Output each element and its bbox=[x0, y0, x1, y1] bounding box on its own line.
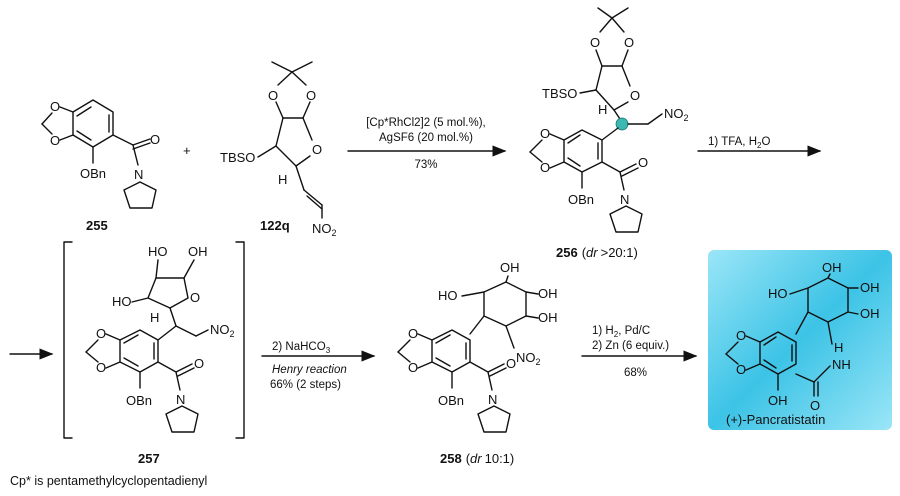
svg-text:O: O bbox=[540, 126, 550, 141]
h-label: H bbox=[278, 172, 287, 187]
bracket-left bbox=[63, 241, 73, 439]
svg-text:N: N bbox=[488, 392, 497, 407]
svg-text:O: O bbox=[96, 360, 106, 375]
svg-text:N: N bbox=[620, 192, 629, 207]
product-pancratistatin: OH HO OH OH H NH O O O OH (+)-Pancratist… bbox=[708, 250, 892, 430]
svg-text:TBSO: TBSO bbox=[542, 86, 577, 101]
step2-line1: 1) TFA, H2O bbox=[708, 136, 770, 150]
h-label-256: H bbox=[598, 102, 607, 117]
svg-text:OH: OH bbox=[188, 244, 208, 259]
svg-text:O: O bbox=[306, 88, 316, 103]
compound-number-255: 255 bbox=[86, 218, 108, 233]
svg-text:O: O bbox=[50, 99, 60, 114]
bracket-right bbox=[235, 241, 245, 439]
svg-text:O: O bbox=[408, 360, 418, 375]
svg-text:OH: OH bbox=[860, 280, 880, 295]
svg-text:O: O bbox=[312, 142, 322, 157]
nh-label: NH bbox=[832, 357, 851, 372]
svg-text:OBn: OBn bbox=[568, 192, 594, 207]
compound-122q: O O O TBSO H NO2 122q bbox=[220, 61, 337, 238]
svg-text:O: O bbox=[194, 356, 204, 371]
compound-number-122q: 122q bbox=[260, 218, 290, 233]
svg-text:O: O bbox=[590, 35, 600, 50]
step-2: 1) TFA, H2O bbox=[697, 136, 822, 157]
h-label-257: H bbox=[150, 310, 159, 325]
obn-label: OBn bbox=[80, 166, 106, 181]
svg-text:OH: OH bbox=[538, 286, 558, 301]
svg-text:HO: HO bbox=[438, 288, 458, 303]
svg-text:O: O bbox=[540, 160, 550, 175]
step3-line2: Henry reaction bbox=[272, 364, 347, 376]
step1-line2: AgSF6 (20 mol.%) bbox=[379, 132, 473, 144]
svg-text:NO2: NO2 bbox=[664, 106, 689, 123]
compound-257: HO OH O HO H NO2 O O O N OBn 257 bbox=[85, 244, 235, 466]
svg-text:O: O bbox=[408, 326, 418, 341]
step-1: [Cp*RhCl2]2 (5 mol.%), AgSF6 (20 mol.%) … bbox=[347, 117, 507, 171]
svg-text:N: N bbox=[134, 167, 143, 182]
h-label-product: H bbox=[834, 340, 843, 355]
step3-yield: 66% (2 steps) bbox=[270, 379, 341, 391]
compound-number-257: 257 bbox=[138, 451, 160, 466]
step-3: 2) NaHCO3 Henry reaction 66% (2 steps) bbox=[261, 341, 376, 391]
footnote: Cp* is pentamethylcyclopentadienyl bbox=[10, 474, 207, 488]
svg-text:NO2: NO2 bbox=[516, 350, 541, 367]
product-name: (+)-Pancratistatin bbox=[726, 412, 825, 427]
product-highlight-box bbox=[708, 250, 892, 430]
svg-text:O: O bbox=[506, 356, 516, 371]
compound-256: O O O TBSO H NO2 O O O N bbox=[529, 7, 689, 260]
step1-yield: 73% bbox=[414, 159, 437, 171]
svg-text:O: O bbox=[96, 326, 106, 341]
svg-text:O: O bbox=[150, 132, 160, 147]
svg-text:O: O bbox=[638, 155, 648, 170]
step-4: 1) H2, Pd/C 2) Zn (6 equiv.) 68% bbox=[581, 325, 698, 379]
compound-255: O O O N OBn 255 bbox=[41, 99, 160, 233]
step3-line1: 2) NaHCO3 bbox=[272, 341, 331, 355]
no2-label-122q: NO2 bbox=[312, 221, 337, 238]
svg-text:O: O bbox=[268, 88, 278, 103]
tbso-label: TBSO bbox=[220, 150, 255, 165]
svg-text:O: O bbox=[736, 362, 746, 377]
svg-text:O: O bbox=[50, 133, 60, 148]
svg-text:OBn: OBn bbox=[438, 393, 464, 408]
svg-text:O: O bbox=[190, 290, 200, 305]
svg-text:OH: OH bbox=[860, 306, 880, 321]
svg-text:NO2: NO2 bbox=[210, 322, 235, 339]
step1-line1: [Cp*RhCl2]2 (5 mol.%), bbox=[366, 117, 486, 129]
svg-text:O: O bbox=[810, 398, 820, 413]
step4-line1: 1) H2, Pd/C bbox=[592, 325, 650, 339]
svg-text:OH: OH bbox=[768, 393, 788, 408]
plus-sign: + bbox=[183, 143, 191, 158]
svg-text:O: O bbox=[630, 88, 640, 103]
svg-text:OH: OH bbox=[538, 310, 558, 325]
svg-text:HO: HO bbox=[768, 286, 788, 301]
svg-text:HO: HO bbox=[148, 244, 168, 259]
svg-text:O: O bbox=[624, 35, 634, 50]
svg-text:OBn: OBn bbox=[126, 393, 152, 408]
svg-text:HO: HO bbox=[112, 294, 132, 309]
step4-line2: 2) Zn (6 equiv.) bbox=[592, 340, 669, 352]
svg-text:OH: OH bbox=[822, 260, 842, 275]
svg-text:OH: OH bbox=[500, 260, 520, 275]
compound-number-256: 256(dr>20:1) bbox=[556, 245, 638, 260]
svg-text:N: N bbox=[176, 392, 185, 407]
svg-text:O: O bbox=[736, 328, 746, 343]
step4-yield: 68% bbox=[624, 367, 647, 379]
